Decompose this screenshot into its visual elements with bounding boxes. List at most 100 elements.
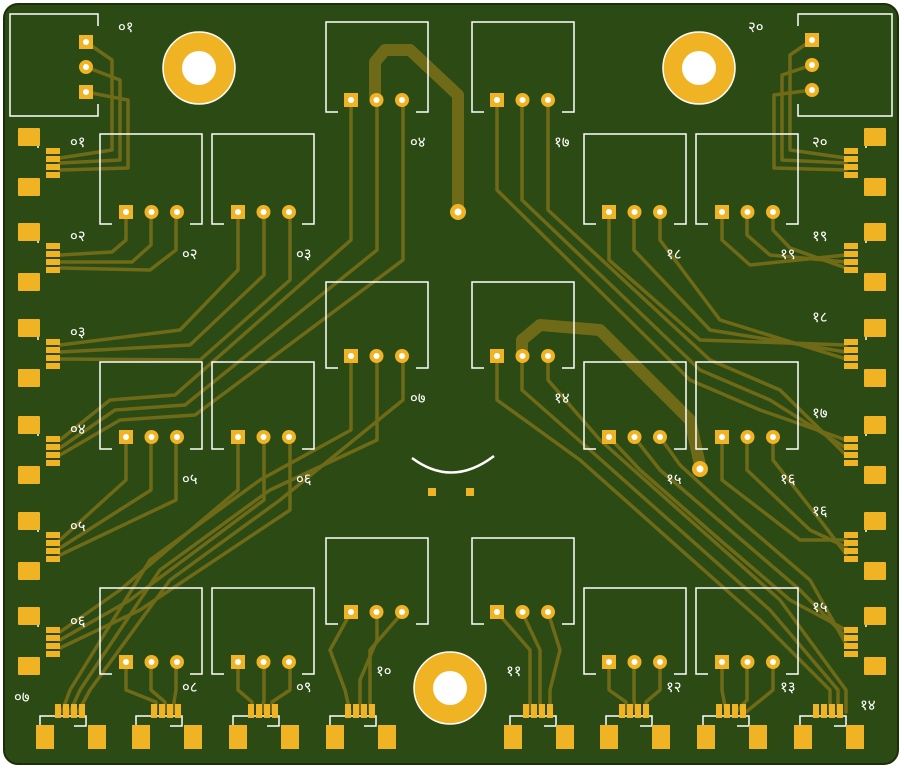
sensor-pin-hole — [770, 434, 776, 440]
sensor-pin-group — [344, 605, 409, 619]
sensor-label: १३ — [780, 678, 796, 696]
sensor-pin-group — [231, 655, 296, 669]
sensor-pin-hole — [545, 609, 551, 615]
sensor-label: ०९ — [296, 678, 312, 696]
sensor-pin-hole — [631, 659, 638, 665]
sensor-label: १४ — [554, 389, 570, 407]
sensor-pin-hole — [657, 209, 663, 215]
sensor-label: ०७ — [410, 389, 426, 407]
sensor-pin-hole — [519, 353, 526, 359]
bottom-connector-label: ०७ — [14, 688, 30, 706]
sensor-pin-hole — [719, 209, 725, 215]
sensor-pin-group — [119, 205, 184, 219]
sensor-pin-hole — [494, 609, 500, 615]
sensor-label: १५ — [666, 470, 682, 488]
left-connector-label: ०१ — [70, 133, 86, 151]
sensor-pin-hole — [373, 97, 380, 103]
sensor-pin-hole — [235, 209, 241, 215]
sensor-pin-hole — [770, 659, 776, 665]
sensor-pin-hole — [519, 97, 526, 103]
sensor-pin-hole — [606, 659, 612, 665]
sensor-pin-hole — [148, 434, 155, 440]
sensor-label: ०५ — [182, 470, 198, 488]
silkscreen-labels: ०१ २० ०१ ०२ ०३ ०४ ०५ ०६ २० १९ १८ १७ १६ १… — [14, 18, 876, 714]
sensor-label: ०३ — [296, 245, 312, 263]
sensor-pin-group — [344, 93, 409, 107]
left-connector-label: ०५ — [70, 517, 86, 535]
right-connector-label: १९ — [812, 227, 828, 245]
sensor-pin-hole — [399, 97, 405, 103]
sensor-pin-hole — [657, 434, 663, 440]
sensor-pin-hole — [719, 659, 725, 665]
sensor-pin-hole — [373, 609, 380, 615]
sensor-label: ०८ — [182, 678, 198, 696]
sensor-pin-hole — [286, 659, 292, 665]
sensor-pin-hole — [174, 209, 180, 215]
right-connector-label: १७ — [812, 404, 828, 422]
sensor-pin-hole — [744, 434, 751, 440]
sensor-pin-hole — [260, 434, 267, 440]
sensor-pin-group — [602, 430, 667, 444]
sensor-pin-hole — [399, 353, 405, 359]
sensor-pin-group — [602, 655, 667, 669]
sensor-pin-group — [231, 205, 296, 219]
sensor-pin-group — [490, 349, 555, 363]
left-connector-label: ०३ — [70, 323, 86, 341]
sensor-pin-hole — [606, 434, 612, 440]
sensor-pin-hole — [260, 659, 267, 665]
sensor-label: ०४ — [410, 133, 426, 151]
sensor-pin-hole — [235, 659, 241, 665]
sensor-label: १९ — [780, 245, 796, 263]
sensor-pin-group — [119, 430, 184, 444]
sensor-pin-hole — [631, 434, 638, 440]
sensor-pin-group — [602, 205, 667, 219]
sensor-pin-group — [715, 430, 780, 444]
sensor-pin-hole — [348, 97, 354, 103]
sensor-pin-group — [231, 430, 296, 444]
sensor-label: ०६ — [296, 470, 312, 488]
sensor-pin-hole — [606, 209, 612, 215]
sensor-pin-hole — [373, 353, 380, 359]
right-connector-label: १६ — [812, 502, 828, 520]
sensor-pin-group — [490, 605, 555, 619]
right-connector-label: २० — [812, 133, 828, 151]
sensor-pin-hole — [494, 353, 500, 359]
sensor-pin-hole — [286, 209, 292, 215]
through-hole-pads — [79, 33, 819, 477]
logo-arc — [411, 455, 495, 474]
sensor-pin-hole — [494, 97, 500, 103]
board-outline — [3, 3, 899, 765]
left-connector-label: ०६ — [70, 612, 86, 630]
sensor-pin-group — [715, 655, 780, 669]
sensor-label: १८ — [666, 245, 682, 263]
sensor-label: १२ — [666, 678, 682, 696]
left-connector-label: ०४ — [70, 420, 86, 438]
sensor-pin-hole — [545, 353, 551, 359]
sensor-label: १७ — [554, 133, 570, 151]
sensor-pin-hole — [174, 434, 180, 440]
sensor-pin-hole — [148, 659, 155, 665]
copper-pads — [18, 128, 886, 749]
header-label-20: २० — [748, 18, 764, 36]
sensor-pin-hole — [545, 97, 551, 103]
sensor-pin-hole — [657, 659, 663, 665]
sensor-pin-hole — [770, 209, 776, 215]
sensor-pin-group — [344, 349, 409, 363]
sensor-label: ०२ — [182, 245, 198, 263]
right-connector-label: १८ — [812, 308, 828, 326]
traces — [58, 38, 848, 714]
sensor-pin-hole — [174, 659, 180, 665]
mounting-holes — [162, 31, 736, 725]
sensor-pads — [119, 93, 780, 669]
header-label-01: ०१ — [118, 18, 134, 36]
sensor-pin-hole — [719, 434, 725, 440]
sensor-pin-hole — [123, 659, 129, 665]
sensor-label: १६ — [780, 470, 796, 488]
sensor-pin-group — [715, 205, 780, 219]
sensor-pin-hole — [348, 353, 354, 359]
sensor-pin-hole — [148, 209, 155, 215]
sensor-label: ११ — [506, 662, 522, 680]
sensor-label: १० — [376, 662, 392, 680]
